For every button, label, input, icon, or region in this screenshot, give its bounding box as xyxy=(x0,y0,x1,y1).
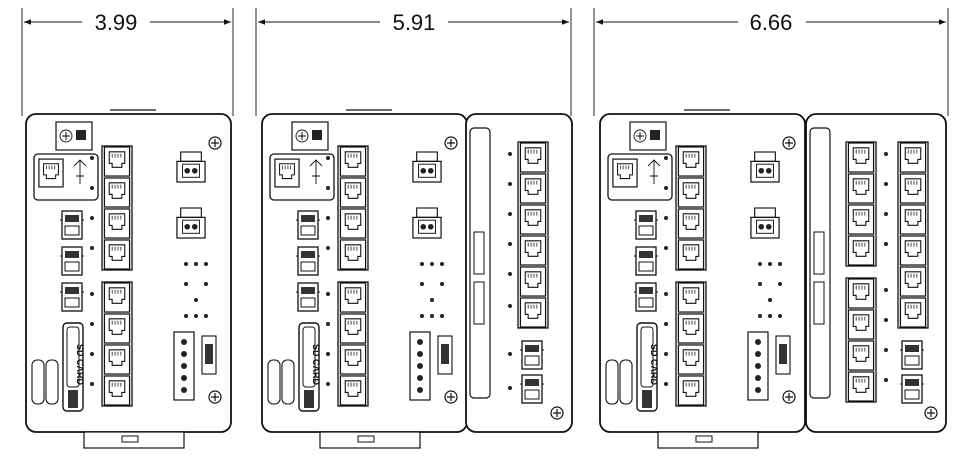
device-base-plus-wide-module: SD CARD xyxy=(600,110,946,448)
dimension-2: 5.91 xyxy=(255,8,572,116)
dimension-1: 3.99 xyxy=(21,8,234,116)
expansion-module-single xyxy=(466,114,572,432)
dimension-1-label: 3.99 xyxy=(95,10,138,35)
expansion-module-double xyxy=(806,114,946,432)
sd-card-label-2: SD CARD xyxy=(311,344,321,386)
dimension-3-label: 6.66 xyxy=(750,10,793,35)
device-base-plus-module: SD CARD xyxy=(262,110,572,448)
dimension-3: 6.66 xyxy=(593,8,949,116)
device-base-unit: SD CARD xyxy=(26,110,231,448)
dimension-2-label: 5.91 xyxy=(393,10,436,35)
sd-card-label-3: SD CARD xyxy=(649,344,659,386)
sd-card-label: SD CARD xyxy=(75,344,85,386)
